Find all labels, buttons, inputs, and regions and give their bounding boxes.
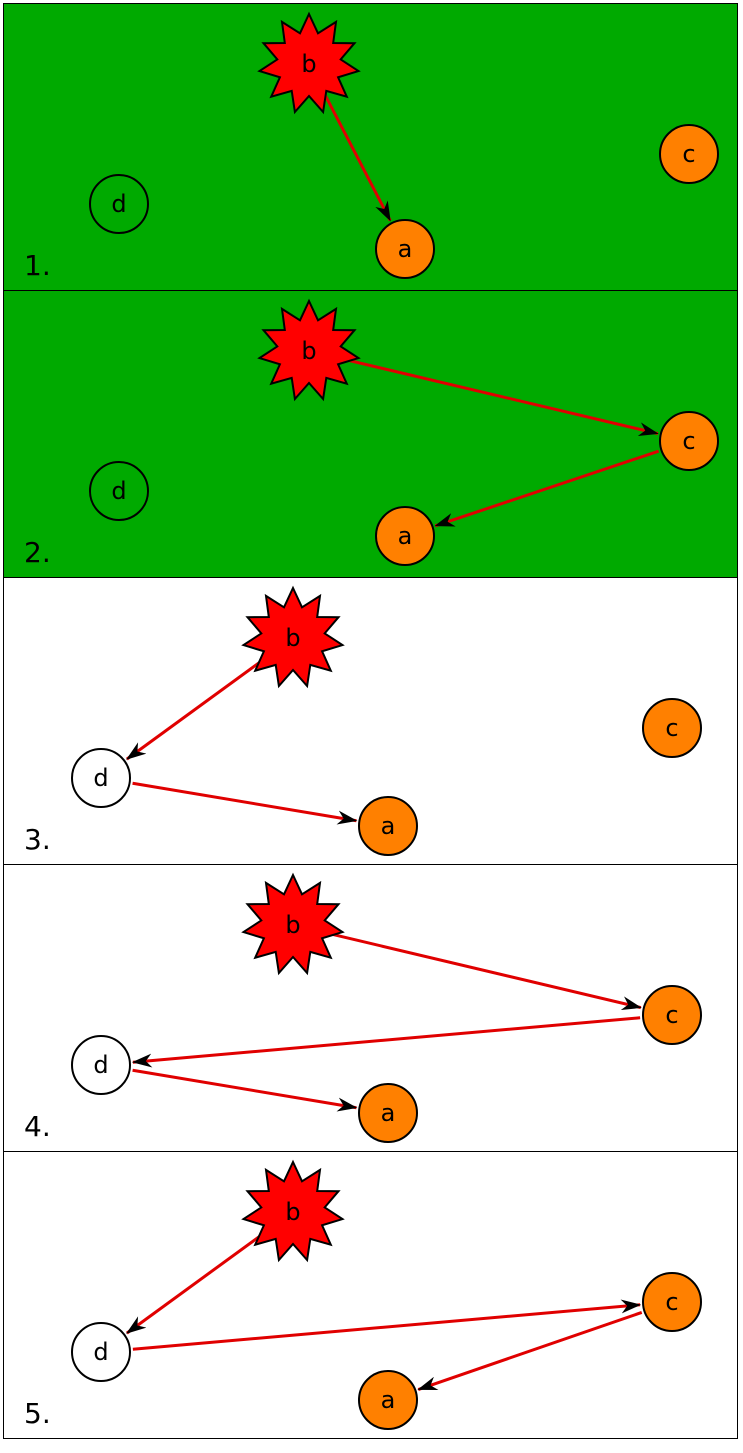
panel-3-graph: a b c d (71, 585, 702, 856)
node-c-circle (659, 411, 719, 471)
node-a: a (358, 1083, 418, 1143)
node-c: c (642, 698, 702, 758)
node-a-label: a (381, 1386, 396, 1414)
edge-b-to-a (324, 95, 392, 222)
node-d: d (89, 174, 149, 234)
node-b: b (257, 298, 361, 402)
node-c-label: c (665, 714, 678, 742)
panel-number-label: 3. (24, 823, 51, 856)
node-b: b (257, 11, 361, 115)
node-a-label: a (381, 812, 396, 840)
node-c-label: c (682, 427, 695, 455)
panel-4-graph: a b c d (71, 872, 702, 1143)
node-d-label: d (93, 1051, 108, 1079)
node-d: d (71, 1035, 131, 1095)
node-a-label: a (398, 522, 413, 550)
node-b: b (241, 1159, 345, 1263)
panel-1: a b c d 1. (3, 3, 738, 291)
node-b-star (241, 585, 345, 689)
panel-5-graph: a b c d (71, 1159, 702, 1430)
node-c: c (659, 411, 719, 471)
node-d-circle (71, 1322, 131, 1382)
panel-number-label: 4. (24, 1110, 51, 1143)
node-a-circle (358, 1083, 418, 1143)
panel-number-label: 1. (24, 249, 51, 282)
panel-number-label: 2. (24, 536, 51, 569)
node-a: a (358, 1370, 418, 1430)
node-c-circle (642, 1272, 702, 1332)
node-a-label: a (398, 235, 413, 263)
node-b-star (257, 298, 361, 402)
node-d: d (89, 461, 149, 521)
diagram-stack: a b c d 1. a b c d 2. a b c d 3. a b c d 4. a b c d 5. (3, 3, 738, 1439)
panel-2-graph: a b c d (89, 298, 719, 566)
node-c-label: c (665, 1288, 678, 1316)
edge-c-to-a (434, 449, 660, 528)
panel-1-graph: a b c d (89, 11, 719, 279)
node-d-circle (71, 748, 131, 808)
node-d: d (71, 1322, 131, 1382)
edge-b-to-c (343, 357, 659, 437)
node-d-label: d (111, 477, 126, 505)
node-c-circle (642, 698, 702, 758)
node-c-label: c (682, 140, 695, 168)
node-a-circle (358, 796, 418, 856)
node-c: c (642, 1272, 702, 1332)
node-a-circle (375, 219, 435, 279)
node-d-label: d (93, 764, 108, 792)
node-b-label: b (285, 911, 300, 939)
node-c-circle (642, 985, 702, 1045)
node-a: a (375, 219, 435, 279)
node-a: a (375, 506, 435, 566)
panel-5: a b c d 5. (3, 1151, 738, 1439)
node-b-star (241, 1159, 345, 1263)
node-c-label: c (665, 1001, 678, 1029)
node-d-label: d (111, 190, 126, 218)
node-d-circle (89, 174, 149, 234)
node-a-circle (375, 506, 435, 566)
node-b-star (257, 11, 361, 115)
node-d-circle (89, 461, 149, 521)
node-a-circle (358, 1370, 418, 1430)
node-a-label: a (381, 1099, 396, 1127)
edge-d-to-a (132, 781, 358, 825)
panel-number-label: 5. (24, 1397, 51, 1430)
node-b: b (241, 872, 345, 976)
edge-d-to-a (132, 1068, 358, 1112)
node-b-label: b (285, 624, 300, 652)
node-b-label: b (301, 50, 316, 78)
edge-c-to-a (417, 1311, 643, 1391)
node-a: a (358, 796, 418, 856)
edge-d-to-c (132, 1299, 642, 1351)
edge-c-to-d (131, 1016, 641, 1068)
edge-b-to-d (125, 1231, 265, 1335)
edge-b-to-d (125, 657, 265, 761)
node-b-star (241, 872, 345, 976)
panel-4: a b c d 4. (3, 864, 738, 1152)
node-b-label: b (285, 1198, 300, 1226)
node-c: c (642, 985, 702, 1045)
node-b-label: b (301, 337, 316, 365)
node-c-circle (659, 124, 719, 184)
panel-3: a b c d 3. (3, 577, 738, 865)
node-d-label: d (93, 1338, 108, 1366)
node-b: b (241, 585, 345, 689)
edge-b-to-c (327, 931, 642, 1011)
node-c: c (659, 124, 719, 184)
panel-2: a b c d 2. (3, 290, 738, 578)
node-d-circle (71, 1035, 131, 1095)
node-d: d (71, 748, 131, 808)
